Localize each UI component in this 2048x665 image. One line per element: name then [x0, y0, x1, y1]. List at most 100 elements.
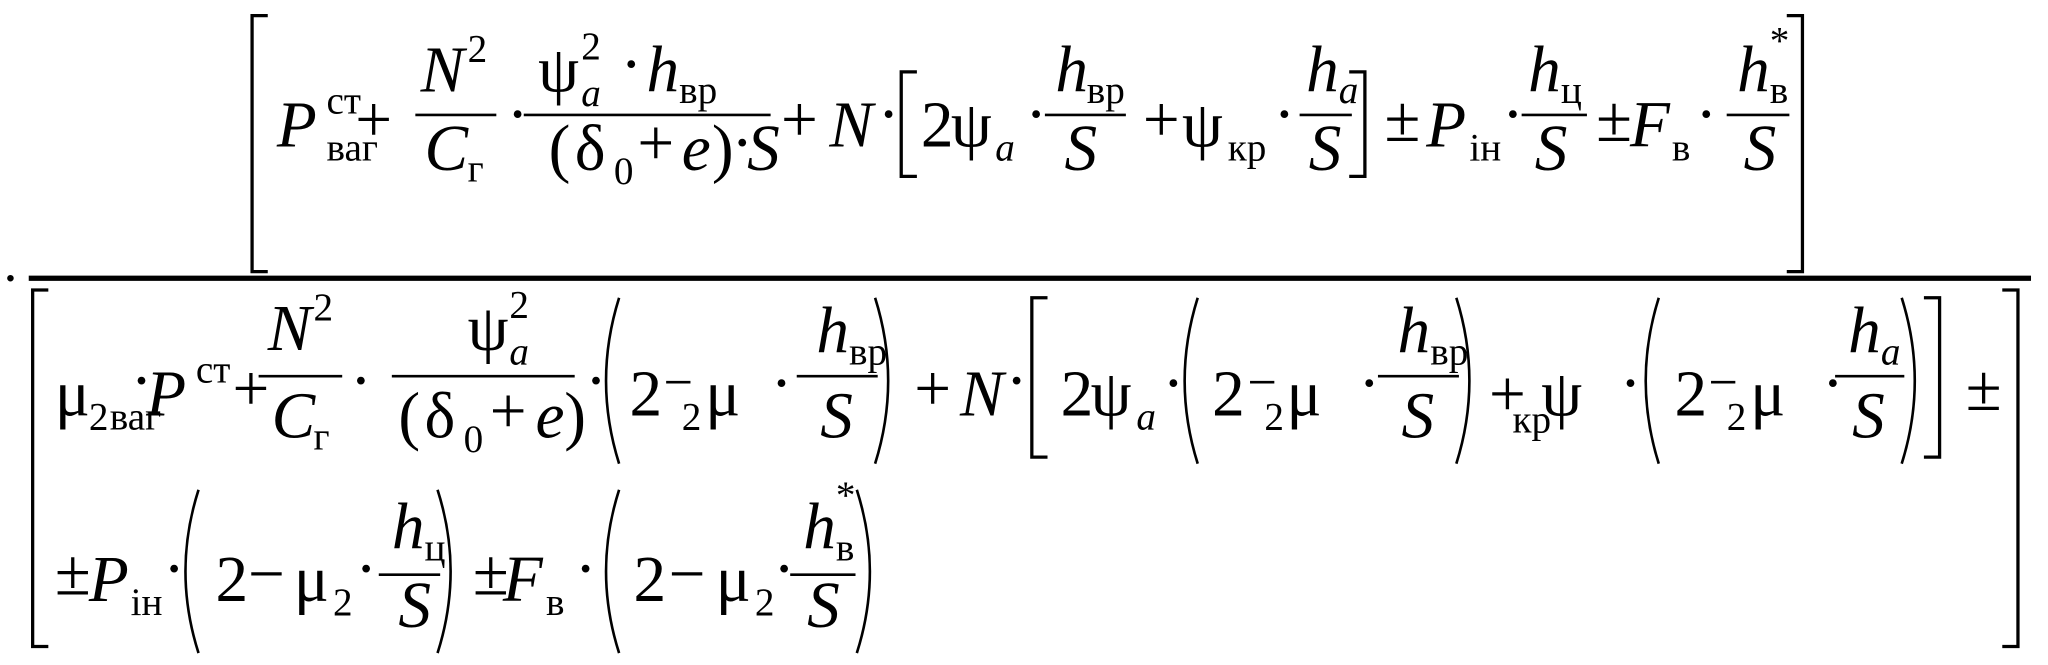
numerator-symbol: ψ — [1182, 87, 1223, 161]
denominator-line1-symbol: 2 — [1264, 395, 1284, 439]
numerator-symbol: ц — [1560, 69, 1582, 113]
denominator-line1-symbol: г — [313, 415, 330, 459]
left-parenthesis — [1644, 297, 1661, 465]
denominator-line1-symbol: − — [1247, 352, 1277, 411]
denominator-line1-symbol: S — [1852, 378, 1885, 453]
numerator-symbol: · — [1695, 77, 1718, 151]
numerator-symbol: ± — [1596, 82, 1632, 156]
denominator-line1-symbol: 2 — [681, 395, 702, 439]
numerator-symbol: 0 — [613, 150, 634, 194]
denominator-line2-symbol: 2 — [633, 542, 667, 616]
numerator-symbol: · — [1502, 77, 1524, 151]
numerator-symbol: + — [637, 105, 675, 180]
denominator-line1-symbol: + — [232, 351, 270, 425]
denominator-line1-symbol: μ — [54, 356, 90, 430]
right-parenthesis — [1455, 297, 1471, 465]
denominator-line2-symbol: ін — [130, 581, 163, 625]
numerator-symbol: · — [731, 105, 754, 180]
denominator-line1-symbol: a — [509, 330, 529, 374]
right-parenthesis — [873, 297, 890, 465]
denominator-line1-symbol: h — [1397, 294, 1431, 368]
denominator-line1-symbol: − — [663, 352, 693, 411]
numerator-symbol: S — [1743, 111, 1777, 185]
denominator-line1-symbol: · — [1358, 346, 1381, 420]
numerator-symbol: S — [1534, 111, 1568, 185]
numerator-symbol: ін — [1469, 126, 1502, 170]
denominator-line1-symbol: вр — [1430, 330, 1469, 374]
denominator-line1-symbol: · — [1822, 346, 1844, 420]
numerator-symbol: P — [276, 87, 317, 161]
numerator-symbol: δ — [574, 111, 606, 185]
denominator-line1-symbol: · — [770, 346, 793, 420]
denominator-line1-symbol: δ — [424, 378, 456, 453]
numerator-symbol: ваг — [326, 126, 378, 170]
denominator-line1-symbol: h — [1848, 294, 1881, 368]
numerator-symbol: N — [829, 87, 873, 161]
left-parenthesis — [604, 489, 621, 654]
numerator-symbol: ( — [548, 111, 571, 185]
numerator-symbol: 2 — [581, 24, 601, 68]
numerator-symbol: ст — [326, 79, 362, 123]
numerator-symbol: a — [995, 126, 1015, 170]
numerator-symbol: C — [424, 111, 469, 185]
denominator-line1-symbol: 2 — [1060, 356, 1094, 430]
denominator-line1-symbol: + — [489, 373, 527, 447]
numerator-symbol: S — [1064, 111, 1098, 185]
denominator-line1-symbol: ( — [398, 378, 421, 453]
right-square-bracket — [1786, 14, 1805, 274]
right-square-bracket — [1923, 296, 1942, 459]
denominator-line1-symbol: a — [1136, 395, 1156, 439]
denominator-line1-symbol: 2 — [1212, 356, 1245, 430]
denominator-line1-symbol: ψ — [467, 291, 509, 365]
numerator-symbol: · — [506, 77, 529, 151]
denominator-line1-symbol: · — [585, 343, 607, 417]
denominator-line1-symbol: C — [271, 378, 316, 453]
numerator-symbol: N — [420, 32, 465, 106]
numerator-symbol: S — [747, 111, 780, 185]
numerator-symbol: h — [646, 32, 680, 106]
right-square-bracket — [2002, 288, 2020, 649]
right-parenthesis — [1900, 297, 1917, 465]
numerator-symbol: 2 — [920, 87, 954, 161]
numerator-symbol: в — [1671, 126, 1691, 170]
denominator-line1-symbol: ) — [564, 378, 586, 453]
denominator-line1-symbol: 2 — [88, 395, 109, 439]
left-parenthesis — [184, 489, 200, 654]
left-square-bracket — [31, 288, 49, 649]
numerator-symbol: ψ — [538, 32, 580, 106]
denominator-line1-symbol: ваг — [109, 395, 162, 439]
denominator-line1-symbol: · — [1162, 346, 1185, 420]
denominator-line1-symbol: + — [914, 351, 952, 425]
denominator-line2-symbol: ц — [424, 526, 446, 570]
denominator-line1-symbol: N — [267, 291, 312, 365]
numerator-symbol: P — [1426, 87, 1467, 161]
denominator-line2-symbol: S — [398, 568, 432, 642]
left-square-bracket — [250, 14, 268, 274]
denominator-line1-symbol: S — [820, 378, 853, 453]
right-parenthesis — [855, 489, 872, 654]
denominator-line1-symbol: 2 — [313, 285, 334, 329]
numerator-symbol: a — [581, 71, 601, 115]
multiplication-dot — [7, 274, 14, 282]
denominator-line1-symbol: − — [1708, 352, 1738, 411]
denominator-line2-symbol: 2 — [754, 581, 775, 625]
numerator-symbol: e — [681, 111, 711, 185]
numerator-symbol: F — [1630, 87, 1670, 161]
numerator-symbol: + — [781, 82, 818, 156]
denominator-line2-symbol: S — [807, 568, 840, 642]
denominator-line1-symbol: · — [1619, 346, 1642, 420]
numerator-symbol: ± — [1384, 82, 1421, 156]
denominator-line2-symbol: в — [835, 526, 855, 570]
left-square-bracket — [899, 70, 917, 178]
denominator-line2-symbol: 2 — [333, 581, 353, 625]
denominator-line1-symbol: · — [350, 343, 372, 417]
right-parenthesis — [436, 489, 452, 654]
left-square-bracket — [1030, 296, 1048, 459]
denominator-line1-symbol: N — [959, 356, 1004, 430]
denominator-line2-symbol: ± — [54, 535, 91, 609]
numerator-symbol: h — [1737, 32, 1770, 106]
denominator-line2-symbol: в — [545, 581, 565, 625]
denominator-line1-symbol: 2 — [509, 283, 529, 327]
